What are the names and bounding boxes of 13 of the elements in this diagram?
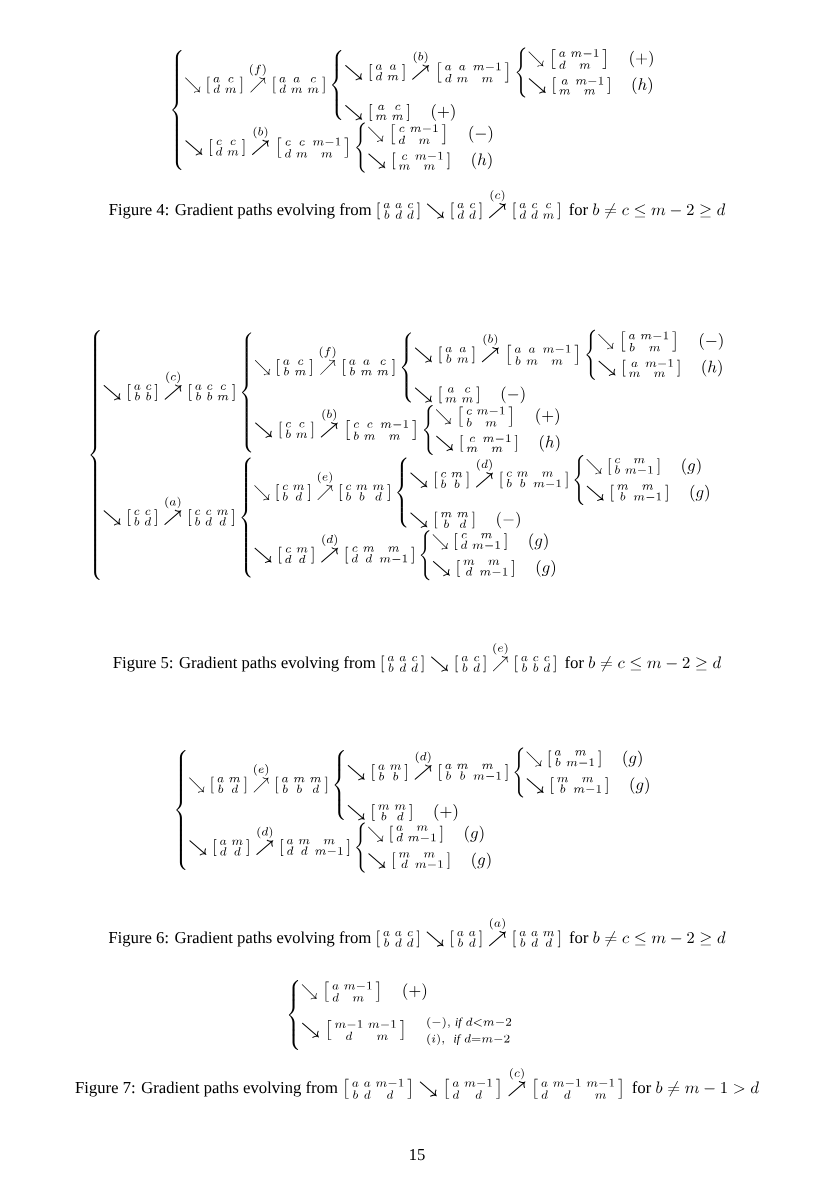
caption-text: Figure 6: Gradient paths evolving from: [108, 931, 372, 947]
caption-text: Figure 4: Gradient paths evolving from: [109, 203, 372, 219]
caption-text: Figure 7: Gradient paths evolving from: [75, 1081, 338, 1097]
gradient-path-tree: $\left\{\begin{array}{@{}l@{}}\boldsymbol{\searrow}\left[\begin{smallmatrix}a&c\\b&b\end{smallmatrix}\right]\overset{(c)}{\boldsymbol{\nearrow}}\left[\begin{smallmatrix}a&c&c\\b&b&m\end{smallmatrix}\right]\left\{\begin{array}{@{}l@{}}\searrow\left[\begin{smallmatrix}a&c\\b&m\end{smallmatrix}\right]\overset{(f)}{\nearrow}\left[\begin{smallmatrix}a&a&c\\b&m&m\end{smallmatrix}\right]\left\{\begin{array}{@{}l@{}}\boldsymbol{\searrow}\left[\begin{smallmatrix}a&a\\b&m\end{smallmatrix}\right]\overset{(b)}{\boldsymbol{\nearrow}}\left[\begin{smallmatrix}a&a&m-1\\b&m&m\end{smallmatrix}\right]\left\{\begin{array}{@{}l@{}}\searrow\left[\begin{smallmatrix}a&m-1\\b&m\end{smallmatrix}\right]\quad(-)\\[4pt]\boldsymbol{\searrow}\left[\begin{smallmatrix}a&m-1\\m&m\end{smallmatrix}\right]\quad(h)\end{array}\right.\\[12pt]\boldsymbol{\searrow}\left[\begin{smallmatrix}a&c\\m&m\end{smallmatrix}\right]\quad(-)\end{array}\right.\\[6pt]\boldsymbol{\searrow}\left[\begin{smallmatrix}c&c\\b&m\end{smallmatrix}\right]\overset{(b)}{\boldsymbol{\nearrow}}\left[\begin{smallmatrix}c&c&m-1\\b&m&m\end{smallmatrix}\right]\left\{\begin{array}{@{}l@{}}\searrow\left[\begin{smallmatrix}c&m-1\\b&m\end{smallmatrix}\right]\quad(+)\\[4pt]\boldsymbol{\searrow}\left[\begin{smallmatrix}c&m-1\\m&m\end{smallmatrix}\right]\quad(h)\end{array}\right.\end{array}\right.\\[10pt]\boldsymbol{\searrow}\left[\begin{smallmatrix}c&c\\b&d\end{smallmatrix}\right]\overset{(a)}{\boldsymbol{\nearrow}}\left[\begin{smallmatrix}c&c&m\\b&d&d\end{smallmatrix}\right]\left\{\begin{array}{@{}l@{}}\searrow\left[\begin{smallmatrix}c&m\\b&d\end{smallmatrix}\right]\overset{(e)}{\nearrow}\left[\begin{smallmatrix}c&m&m\\b&b&d\end{smallmatrix}\right]\left\{\begin{array}{@{}l@{}}\boldsymbol{\searrow}\left[\begin{smallmatrix}c&m\\b&b\end{smallmatrix}\right]\overset{(d)}{\boldsymbol{\nearrow}}\left[\begin{smallmatrix}c&m&m\\b&b&m-1\end{smallmatrix}\right]\left\{\begin{array}{@{}l@{}}\searrow\left[\begin{smallmatrix}c&m\\b&m-1\end{smallmatrix}\right]\quad(g)\\[4pt]\boldsymbol{\searrow}\left[\begin{smallmatrix}m&m\\b&m-1\end{smallmatrix}\right]\quad(g)\end{array}\right.\\[12pt]\boldsymbol{\searrow}\left[\begin{smallmatrix}m&m\\b&d\end{smallmatrix}\right]\quad(-)\end{array}\right.\\[6pt]\boldsymbol{\searrow}\left[\begin{smallmatrix}c&m\\d&d\end{smallmatrix}\right]\overset{(d)}{\boldsymbol{\nearrow}}\left[\begin{smallmatrix}c&m&m\\d&d&m-1\end{smallmatrix}\right]\left\{\begin{array}{@{}l@{}}\searrow\left[\begin{smallmatrix}c&m\\d&m-1\end{smallmatrix}\right]\quad(g)\\[4pt]\boldsymbol{\searrow}\left[\begin{smallmatrix}m&m\\d&m-1\end{smallmatrix}\right]\quad(g)\end{array}\right.\end{array}\right.\end{array}\right.$: [90, 329, 723, 581]
gradient-path-tree: $\left\{\begin{array}{@{}l@{}}\searrow\left[\begin{smallmatrix}a&c\\d&m\end{smallmatrix}\right]\overset{(f)}{\nearrow}\left[\begin{smallmatrix}a&a&c\\d&m&m\end{smallmatrix}\right]\left\{\begin{array}{@{}l@{}}\boldsymbol{\searrow}\left[\begin{smallmatrix}a&a\\d&m\end{smallmatrix}\right]\overset{(b)}{\boldsymbol{\nearrow}}\left[\begin{smallmatrix}a&a&m-1\\d&m&m\end{smallmatrix}\right]\left\{\begin{array}{@{}l@{}}\searrow\left[\begin{smallmatrix}a&m-1\\d&m\end{smallmatrix}\right]\quad(+)\\[4pt]\boldsymbol{\searrow}\left[\begin{smallmatrix}a&m-1\\m&m\end{smallmatrix}\right]\quad(h)\end{array}\right.\\[12pt]\boldsymbol{\searrow}\left[\begin{smallmatrix}a&c\\m&m\end{smallmatrix}\right]\quad(+)\end{array}\right.\\[6pt]\boldsymbol{\searrow}\left[\begin{smallmatrix}c&c\\d&m\end{smallmatrix}\right]\overset{(b)}{\boldsymbol{\nearrow}}\left[\begin{smallmatrix}c&c&m-1\\d&m&m\end{smallmatrix}\right]\left\{\begin{array}{@{}l@{}}\searrow\left[\begin{smallmatrix}c&m-1\\d&m\end{smallmatrix}\right]\quad(-)\\[4pt]\boldsymbol{\searrow}\left[\begin{smallmatrix}c&m-1\\m&m\end{smallmatrix}\right]\quad(h)\end{array}\right.\end{array}\right.$: [172, 47, 653, 173]
gradient-path-tree: $\left\{\begin{array}{@{}l@{}}\searrow\left[\begin{smallmatrix}a&m-1\\d&m\end{smallmatrix}\right]\quad(+)\\[6pt]\boldsymbol{\searrow}\left[\begin{smallmatrix}m-1&m-1\\d&m\end{smallmatrix}\right]\quad\begin{array}{@{}l@{}}\scriptstyle(-),\ \mathit{if}\ d<m-2\\[-2pt]\scriptstyle(i),\ \ \mathit{if}\ d=m-2\end{array}\end{array}\right.$: [288, 980, 512, 1050]
caption-formula: $\left[\begin{smallmatrix}a&a&c\\b&d&d\end{smallmatrix}\right]\boldsymbol{\searrow}\left[\begin{smallmatrix}a&c\\d&d\end{smallmatrix}\right]\overset{(c)}{\boldsymbol{\nearrow}}\left[\begin{smallmatrix}a&c&c\\d&d&m\end{smallmatrix}\right]\text{ for }b\neq c\leq m-2\geq d$: [377, 189, 726, 220]
caption-formula: $\left[\begin{smallmatrix}a&a&c\\b&d&d\end{smallmatrix}\right]\boldsymbol{\searrow}\left[\begin{smallmatrix}a&a\\b&d\end{smallmatrix}\right]\overset{(a)}{\boldsymbol{\nearrow}}\left[\begin{smallmatrix}a&a&m\\b&d&d\end{smallmatrix}\right]\text{ for }b\neq c\leq m-2\geq d$: [377, 917, 726, 948]
page-number: 15: [410, 1149, 425, 1161]
caption-formula: $\left[\begin{smallmatrix}a&a&m-1\\b&d&d\end{smallmatrix}\right]\boldsymbol{\searrow}\left[\begin{smallmatrix}a&m-1\\d&d\end{smallmatrix}\right]\overset{(c)}{\boldsymbol{\nearrow}}\left[\begin{smallmatrix}a&m-1&m-1\\d&d&m\end{smallmatrix}\right]\text{ for }b\neq m-1>d$: [345, 1067, 759, 1099]
caption-text: Figure 5: Gradient paths evolving from: [113, 656, 376, 672]
caption-formula: $\left[\begin{smallmatrix}a&a&c\\b&d&d\end{smallmatrix}\right]\boldsymbol{\searrow}\left[\begin{smallmatrix}a&c\\b&d\end{smallmatrix}\right]\overset{(e)}{\nearrow}\left[\begin{smallmatrix}a&c&c\\b&b&d\end{smallmatrix}\right]\text{ for }b\neq c\leq m-2\geq d$: [381, 642, 722, 673]
gradient-path-tree: $\left\{\begin{array}{@{}l@{}}\searrow\left[\begin{smallmatrix}a&m\\b&d\end{smallmatrix}\right]\overset{(e)}{\nearrow}\left[\begin{smallmatrix}a&m&m\\b&b&d\end{smallmatrix}\right]\left\{\begin{array}{@{}l@{}}\boldsymbol{\searrow}\left[\begin{smallmatrix}a&m\\b&b\end{smallmatrix}\right]\overset{(d)}{\boldsymbol{\nearrow}}\left[\begin{smallmatrix}a&m&m\\b&b&m-1\end{smallmatrix}\right]\left\{\begin{array}{@{}l@{}}\searrow\left[\begin{smallmatrix}a&m\\b&m-1\end{smallmatrix}\right]\quad(g)\\[4pt]\boldsymbol{\searrow}\left[\begin{smallmatrix}m&m\\b&m-1\end{smallmatrix}\right]\quad(g)\end{array}\right.\\[12pt]\boldsymbol{\searrow}\left[\begin{smallmatrix}m&m\\b&d\end{smallmatrix}\right]\quad(+)\end{array}\right.\\[6pt]\boldsymbol{\searrow}\left[\begin{smallmatrix}a&m\\d&d\end{smallmatrix}\right]\overset{(d)}{\boldsymbol{\nearrow}}\left[\begin{smallmatrix}a&m&m\\d&d&m-1\end{smallmatrix}\right]\left\{\begin{array}{@{}l@{}}\searrow\left[\begin{smallmatrix}a&m\\d&m-1\end{smallmatrix}\right]\quad(g)\\[4pt]\boldsymbol{\searrow}\left[\begin{smallmatrix}m&m\\d&m-1\end{smallmatrix}\right]\quad(g)\end{array}\right.\end{array}\right.$: [176, 747, 649, 873]
